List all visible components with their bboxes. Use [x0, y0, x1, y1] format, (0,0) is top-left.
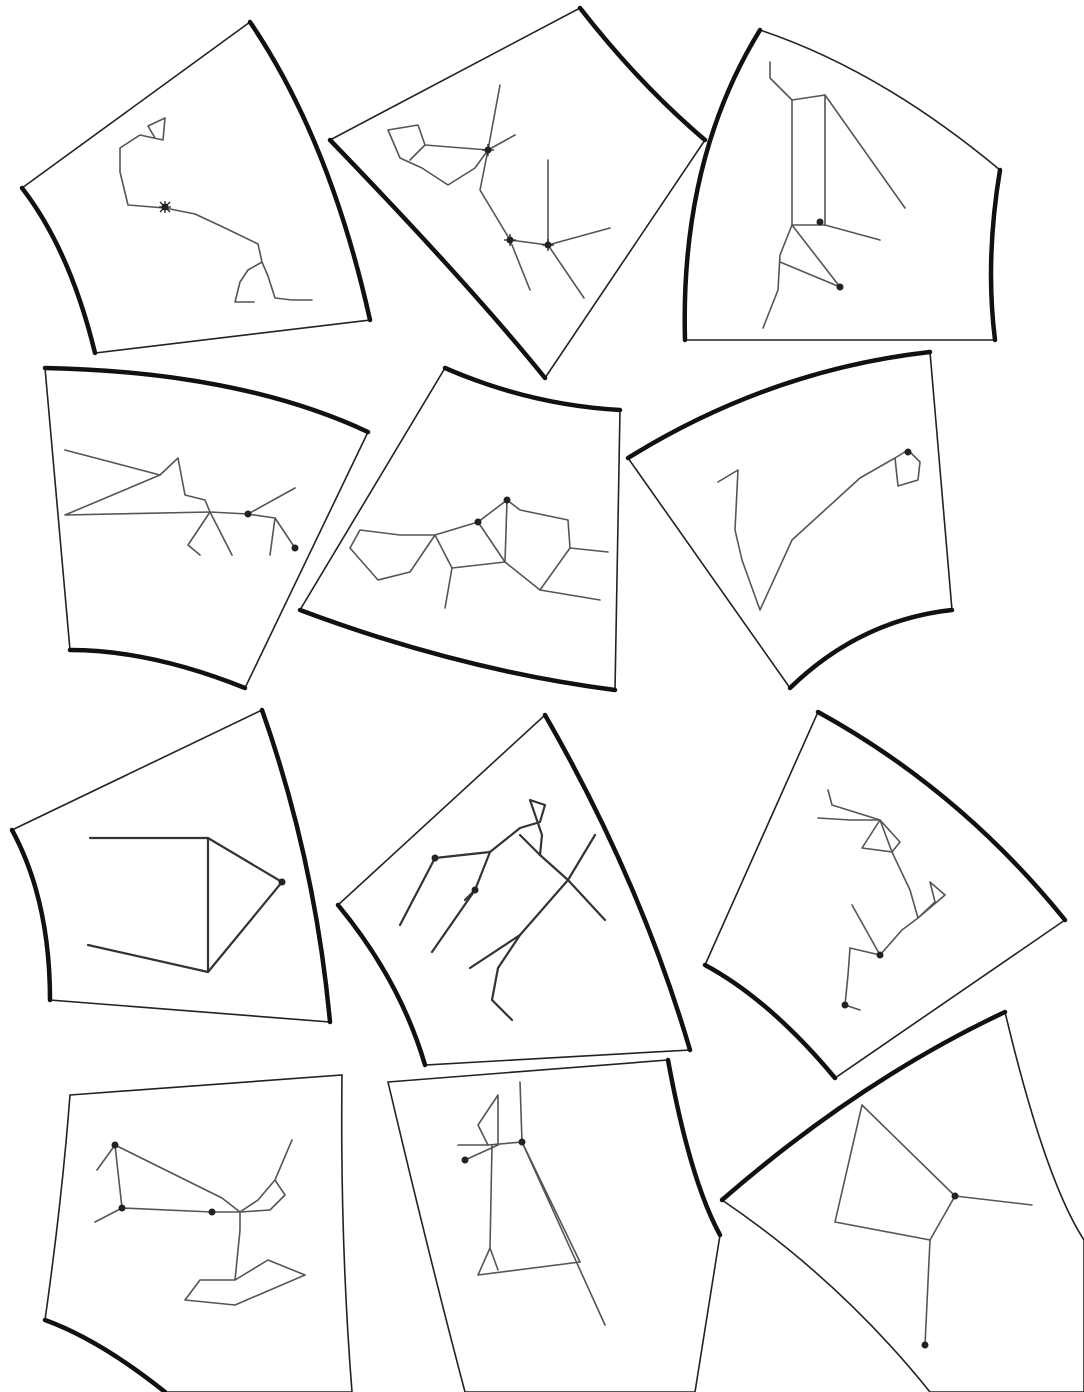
constellation-card-1[interactable] [22, 22, 370, 353]
constellation-card-6[interactable] [628, 352, 952, 688]
constellation-card-2[interactable] [330, 8, 705, 378]
constellation-card-8[interactable] [338, 715, 690, 1065]
constellation-card-10[interactable] [45, 1075, 352, 1392]
constellation-card-4[interactable] [45, 368, 368, 688]
constellation-card-5[interactable] [300, 368, 620, 690]
card-1-bright-star [159, 201, 171, 213]
constellation-card-3[interactable] [685, 30, 1000, 340]
constellation-card-7[interactable] [12, 710, 330, 1022]
constellation-card-9[interactable] [705, 712, 1065, 1078]
constellation-card-11[interactable] [388, 1060, 720, 1392]
constellation-card-12[interactable] [722, 1012, 1084, 1392]
